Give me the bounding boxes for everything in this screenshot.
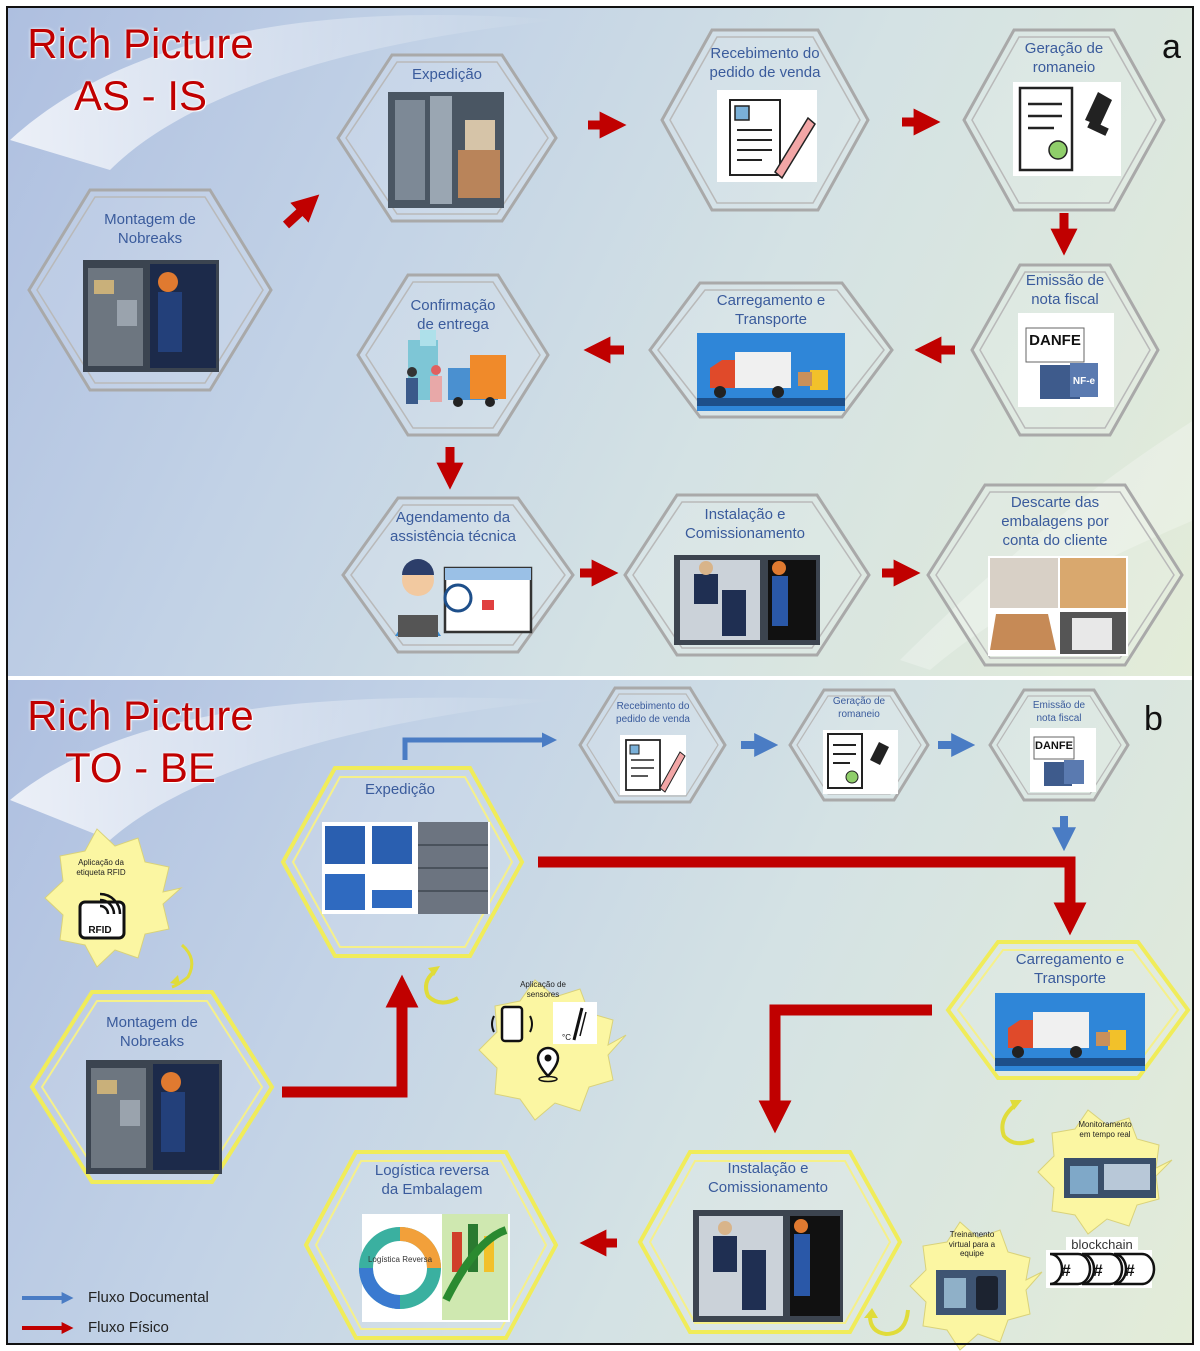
danfe-icon-a: DANFE NF-e <box>1018 313 1114 407</box>
thermometer-icon: °C <box>553 1002 597 1044</box>
swoosh-decoration <box>10 15 560 170</box>
location-pin-icon <box>536 1046 560 1083</box>
label-carregamento-b: Carregamento e Transporte <box>1015 951 1125 987</box>
physical-flow-arrows-b <box>282 856 1087 1257</box>
containers-image-b <box>322 822 490 914</box>
panel-letter-a: a <box>1162 28 1181 66</box>
svg-text:#: # <box>1061 1261 1071 1280</box>
label-geracao-b: Geração de romaneio <box>832 696 886 720</box>
image-montagem-a <box>83 260 219 372</box>
label-carregamento-a: Carregamento e Transporte <box>716 292 826 328</box>
reversa-text: Logística Reversa <box>368 1255 433 1264</box>
badge-label-rfid: Aplicação da etiqueta RFID <box>76 858 126 877</box>
arrows-panel-a <box>282 108 1078 587</box>
label-montagem-a: Montagem de Nobreaks <box>104 211 196 247</box>
installation-image-b <box>693 1210 843 1322</box>
badge-label-treinamento: Treinamento virtual para a equipe <box>948 1230 996 1259</box>
label-instalacao-b: Instalação e Comissionamento <box>707 1160 829 1196</box>
image-expedicao-a <box>388 92 504 208</box>
packaging-waste-image-a <box>988 556 1128 656</box>
label-expedicao-b: Expedição <box>364 781 436 798</box>
rfid-icon-text: RFID <box>88 925 111 936</box>
legend-document-flow: Fluxo Documental <box>88 1289 209 1306</box>
title-line2: AS - IS <box>73 72 208 119</box>
svg-text:#: # <box>1125 1261 1135 1280</box>
truck-image-a <box>697 333 845 411</box>
document-icon-a <box>717 90 817 182</box>
training-image <box>936 1270 1006 1315</box>
svg-text:#: # <box>1093 1261 1103 1280</box>
delivery-image-a <box>406 330 506 407</box>
label-logistica-b: Logística reversa da Embalagem <box>374 1162 490 1198</box>
label-geracao-a: Geração de romaneio <box>1024 40 1104 76</box>
curved-arrows-b <box>170 943 1035 1337</box>
blockchain-label: blockchain <box>1066 1237 1138 1252</box>
title-line1: Rich Picture <box>27 20 254 67</box>
stamp-document-icon-a <box>1013 82 1121 176</box>
danfe-icon-b: DANFE <box>1030 728 1096 792</box>
title-as-is: Rich Picture AS - IS <box>18 18 263 122</box>
label-agendamento-a: Agendamento da assistência técnica <box>390 509 516 545</box>
legend-physical-flow: Fluxo Físico <box>88 1319 169 1336</box>
blockchain-icon: # # # <box>1046 1250 1156 1288</box>
title-line1: Rich Picture <box>27 692 254 739</box>
swoosh-decoration <box>900 420 1194 670</box>
support-agent-calendar-icon-a <box>395 559 533 637</box>
label-recebimento-b: Recebimento do pedido de venda <box>616 701 690 725</box>
truck-image-b <box>995 993 1145 1071</box>
label-recebimento-a: Recebimento do pedido de venda <box>709 45 821 81</box>
image-montagem-b <box>86 1060 222 1174</box>
swoosh-decoration <box>10 697 560 840</box>
reverse-logistics-image: Logística Reversa <box>359 1214 510 1322</box>
label-descarte-a: Descarte das embalagens por conta do cli… <box>1001 494 1109 549</box>
label-expedicao-a: Expedição <box>411 66 483 83</box>
label-instalacao-a: Instalação e Comissionamento <box>684 506 806 542</box>
nfe-text: NF-e <box>1073 376 1096 387</box>
document-icon-b <box>620 735 686 795</box>
danfe-text: DANFE <box>1029 332 1081 349</box>
phone-vibrate-icon <box>491 1005 533 1043</box>
monitoring-image <box>1064 1158 1156 1198</box>
label-emissao-a: Emissão de nota fiscal <box>1025 272 1105 308</box>
rfid-icon: RFID <box>78 892 126 940</box>
panel-letter-b: b <box>1144 700 1163 738</box>
stamp-document-icon-b <box>823 730 898 794</box>
title-line2: TO - BE <box>65 744 216 791</box>
label-emissao-b: Emissão de nota fiscal <box>1032 700 1086 724</box>
svg-text:°C: °C <box>562 1033 571 1042</box>
danfe-text: DANFE <box>1035 740 1073 752</box>
label-confirmacao-a: Confirmação de entrega <box>410 297 496 333</box>
document-flow-arrows-b <box>402 732 1076 852</box>
title-to-be: Rich Picture TO - BE <box>18 690 263 794</box>
panel-separator <box>8 676 1194 680</box>
installation-image-a <box>674 555 820 645</box>
badge-label-monitoramento: Monitoramento em tempo real <box>1078 1120 1132 1139</box>
label-montagem-b: Montagem de Nobreaks <box>106 1014 198 1050</box>
legend-arrows <box>22 1292 74 1334</box>
badge-label-sensores: Aplicação de sensores <box>520 980 566 999</box>
